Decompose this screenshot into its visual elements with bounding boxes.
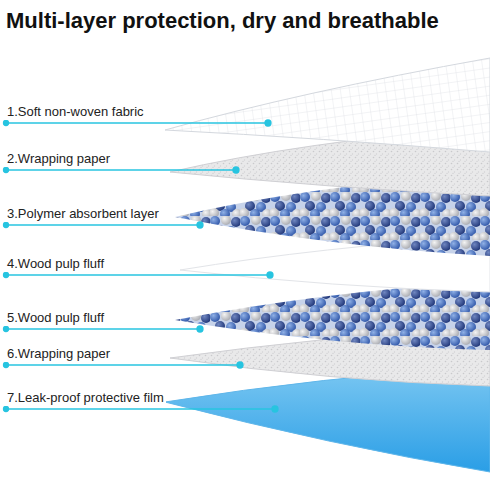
title: Multi-layer protection, dry and breathab… <box>6 8 439 34</box>
layer-label: 1.Soft non-woven fabric <box>5 104 146 120</box>
layer-label: 4.Wood pulp fluff <box>5 256 106 272</box>
layer-label: 2.Wrapping paper <box>5 151 112 167</box>
layer-label: 7.Leak-proof protective film <box>5 390 166 406</box>
layer-label: 3.Polymer absorbent layer <box>5 206 161 222</box>
layer-label: 5.Wood pulp fluff <box>5 310 106 326</box>
layer-label: 6.Wrapping paper <box>5 346 112 362</box>
